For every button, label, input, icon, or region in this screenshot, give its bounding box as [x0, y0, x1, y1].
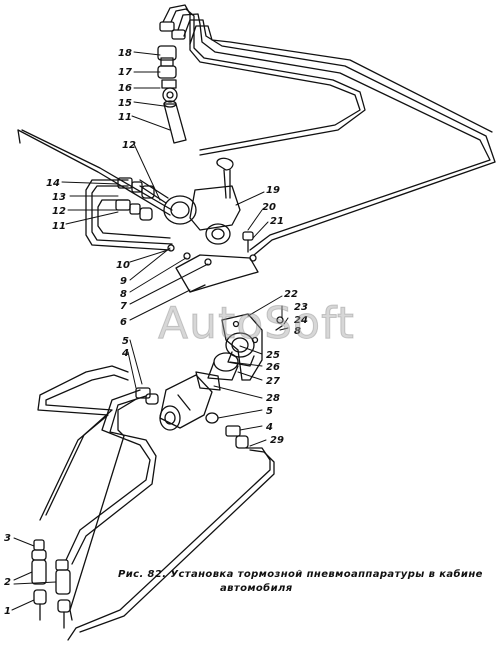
- callout-7: 7: [120, 301, 127, 312]
- callout-27: 27: [266, 376, 280, 387]
- callout-3: 3: [4, 533, 11, 544]
- callout-17: 17: [118, 67, 132, 78]
- callout-15: 15: [118, 98, 132, 109]
- callout-19: 19: [266, 185, 280, 196]
- callout-28: 28: [266, 393, 280, 404]
- callout-8-upper: 8: [120, 289, 127, 300]
- rubber-hose: [163, 100, 187, 144]
- valve-bracket: [167, 231, 259, 293]
- callout-5-right: 5: [266, 406, 273, 417]
- caption-line-2: автомобиля: [220, 583, 293, 594]
- callout-4-right: 4: [265, 422, 273, 433]
- callout-16: 16: [118, 83, 132, 94]
- lower-valve-fittings: [135, 387, 249, 449]
- callout-20: 20: [262, 202, 276, 213]
- callout-11-left: 11: [52, 221, 66, 232]
- bottom-fittings: [31, 539, 71, 629]
- callout-23: 23: [294, 302, 308, 313]
- figure-caption: Рис. 82. Установка тормозной пневмоаппар…: [118, 568, 488, 596]
- top-fittings: [157, 21, 186, 103]
- caption-line-1: Рис. 82. Установка тормозной пневмоаппар…: [118, 569, 483, 580]
- callout-8-lower: 8: [294, 326, 301, 337]
- hand-brake-valve: [139, 157, 241, 245]
- callout-12-left: 12: [52, 206, 66, 217]
- callout-1: 1: [4, 606, 11, 617]
- callout-18: 18: [118, 48, 132, 59]
- callout-21: 21: [270, 216, 284, 227]
- callout-4-left: 4: [121, 348, 129, 359]
- leader-lines: [11, 51, 289, 611]
- callout-26: 26: [266, 362, 280, 373]
- callout-14: 14: [46, 178, 60, 189]
- callout-9: 9: [120, 276, 127, 287]
- watermark: AutoSoft: [158, 298, 355, 350]
- callout-25: 25: [266, 350, 280, 361]
- valve-inlet-fittings: [115, 177, 155, 221]
- callout-10: 10: [116, 260, 130, 271]
- callout-13: 13: [52, 192, 66, 203]
- callout-22: 22: [284, 289, 298, 300]
- callout-labels: 18 17 16 15 11 12 14 13 12 11 19 20 21 1…: [4, 48, 308, 617]
- callout-24: 24: [294, 315, 308, 326]
- callout-11-top: 11: [118, 112, 132, 123]
- upper-brake-pipes: [162, 4, 496, 256]
- lower-brake-pipes: [37, 365, 275, 641]
- callout-12-top: 12: [122, 140, 136, 151]
- callout-29: 29: [270, 435, 284, 446]
- callout-6: 6: [120, 317, 127, 328]
- control-rod: [17, 129, 173, 216]
- callout-2: 2: [4, 577, 11, 588]
- brake-crane-assembly: [159, 313, 284, 431]
- callout-5-left: 5: [122, 336, 129, 347]
